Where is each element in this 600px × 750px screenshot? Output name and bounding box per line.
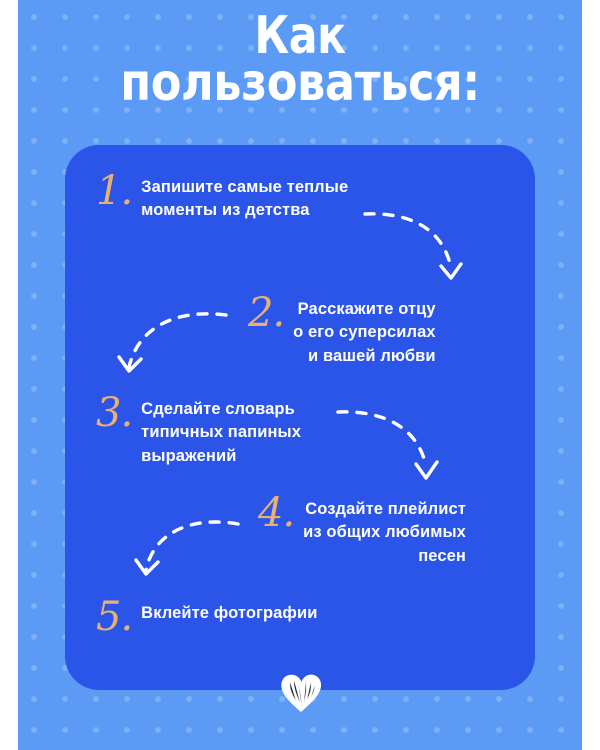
step-item-1: 1. Запишите самые теплые моменты из детс… [96, 171, 349, 223]
step-item-4: 4. Создайте плейлист из общих любимых пе… [258, 493, 466, 568]
page-title-line-1: Как [254, 6, 346, 66]
step-text-4: Создайте плейлист из общих любимых песен [303, 500, 466, 565]
step-number-3: 3. [96, 390, 133, 436]
step-text-3: Сделайте словарь типичных папиных выраже… [141, 400, 301, 465]
step-number-5: 5. [96, 594, 133, 640]
step-text-1: Запишите самые теплые моменты из детства [141, 178, 349, 220]
heart-icon [279, 672, 323, 714]
steps-card [65, 145, 535, 690]
step-number-4: 4. [258, 490, 295, 536]
page-title: Как пользоваться: [18, 6, 582, 113]
step-item-5: 5. Вклейте фотографии [96, 597, 318, 642]
step-item-3: 3. Сделайте словарь типичных папиных выр… [96, 393, 301, 468]
page-title-line-2: пользоваться: [120, 52, 480, 113]
step-text-2: Расскажите отцу о его суперсилах и вашей… [293, 300, 436, 365]
step-item-2: 2. Расскажите отцу о его суперсилах и ва… [248, 293, 436, 368]
step-number-1: 1. [96, 168, 133, 214]
step-text-5: Вклейте фотографии [141, 604, 318, 622]
step-number-2: 2. [248, 290, 285, 336]
